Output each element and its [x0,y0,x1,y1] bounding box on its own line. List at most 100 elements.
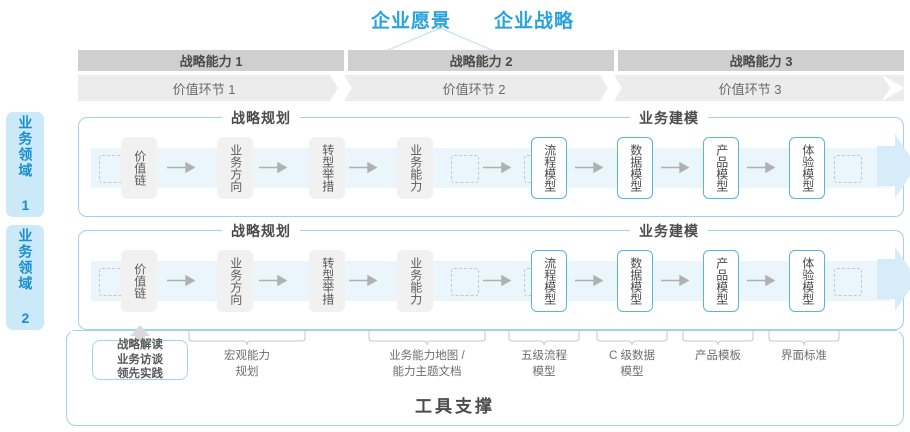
chevron-notch-end [882,75,904,101]
node-label: 流程模型 [542,144,557,192]
sidebar-item-domain-1[interactable]: 业务领域 1 [6,112,44,217]
flow-arrow [747,162,775,173]
node-experience-model[interactable]: 体验模型 [789,250,825,312]
bracket-data-model [596,330,668,346]
domain-1-label: 业务领域 1 [17,114,34,215]
bracket-ui-standard [768,330,840,346]
flow-band-arrowhead-2 [877,247,910,311]
node-data-model[interactable]: 数据模型 [617,250,653,312]
label-line: 宏观能力 [224,350,270,362]
bottom-label-capability-map: 业务能力地图 / 能力主题文档 [368,349,486,380]
node-data-model[interactable]: 数据模型 [617,137,653,199]
node-label: 产品模型 [714,257,729,305]
placeholder-chip [451,268,479,296]
flow-arrow [167,162,195,173]
node-transformation-measures[interactable]: 转型举措 [309,137,345,199]
placeholder-chip [834,268,862,296]
node-label: 产品模型 [714,144,729,192]
label-line: 模型 [620,365,644,378]
flow-arrow [661,275,689,286]
strategy-input-line-3: 领先实践 [117,368,163,381]
node-label: 业务方向 [228,144,243,192]
lane-2-caption-planning: 战略规划 [222,221,300,241]
flow-arrow [575,275,603,286]
node-experience-model[interactable]: 体验模型 [789,137,825,199]
placeholder-chip [451,155,479,183]
node-value-chain[interactable]: 价值链 [121,250,157,312]
label-line: 产品模板 [695,350,741,362]
node-label: 价值链 [132,263,147,299]
capability-cell-3[interactable]: 战略能力 3 [618,50,904,71]
node-process-model[interactable]: 流程模型 [531,250,567,312]
node-label: 流程模型 [542,257,557,305]
value-chain-label-2[interactable]: 价值环节 2 [442,81,506,97]
strategy-input-box[interactable]: 战略解读 业务访谈 领先实践 [92,338,188,383]
value-chain-row: 价值环节 1 价值环节 2 价值环节 3 [78,75,904,101]
domain-lane-1: 价值链 业务方向 转型举措 业务能力 流程模型 数据模型 产品模型 体验模型 [78,117,910,217]
node-business-direction[interactable]: 业务方向 [217,137,253,199]
flow-arrow [259,162,287,173]
node-process-model[interactable]: 流程模型 [531,137,567,199]
label-line: 规划 [235,365,259,378]
bracket-capability-map [368,330,486,346]
value-chain-label-1[interactable]: 价值环节 1 [172,81,236,97]
flow-arrow [575,162,603,173]
node-value-chain[interactable]: 价值链 [121,137,157,199]
strategy-input-line-1: 战略解读 [117,338,163,351]
flow-arrow [349,162,377,173]
flow-arrow [747,275,775,286]
flow-arrow [167,275,195,286]
enterprise-strategy-title: 企业战略 [494,11,575,32]
flow-arrow [349,275,377,286]
footer-title: 工具支撑 [415,397,495,416]
bottom-label-macro-capability: 宏观能力 规划 [188,349,306,380]
sidebar-item-domain-2[interactable]: 业务领域 2 [6,225,44,330]
bottom-label-ui-standard: 界面标准 [768,349,840,365]
label-line: 业务能力地图 / [389,350,465,362]
capability-cell-2[interactable]: 战略能力 2 [348,50,614,71]
node-business-capability[interactable]: 业务能力 [397,137,433,199]
node-label: 业务能力 [408,144,423,192]
label-line: 五级流程 [521,350,567,362]
flow-arrow [259,275,287,286]
label-line: 界面标准 [781,350,827,362]
value-chain-label-3[interactable]: 价值环节 3 [718,81,782,97]
lane-1-caption-planning: 战略规划 [222,108,300,128]
node-label: 数据模型 [628,257,643,305]
value-chain-background [78,75,904,101]
flow-band-arrowhead-1 [877,134,910,198]
bracket-process-model [508,330,580,346]
flow-arrow [483,162,511,173]
node-label: 转型举措 [320,144,335,192]
chevron-notch-1 [330,75,352,101]
node-label: 业务方向 [228,257,243,305]
node-transformation-measures[interactable]: 转型举措 [309,250,345,312]
bottom-label-process-model: 五级流程 模型 [508,349,580,380]
node-product-model[interactable]: 产品模型 [703,137,739,199]
node-label: 价值链 [132,150,147,186]
label-line: 能力主题文档 [392,365,462,378]
bracket-macro-capability [188,330,306,346]
tool-box-up-arrow [130,325,150,343]
domain-2-label: 业务领域 2 [17,227,34,328]
flow-arrow [483,275,511,286]
bracket-product-template [682,330,754,346]
strategy-input-line-2: 业务访谈 [117,353,163,366]
strategy-input-lines: 战略解读 业务访谈 领先实践 [117,338,163,383]
lane-1-caption-modeling: 业务建模 [630,108,708,128]
node-product-model[interactable]: 产品模型 [703,250,739,312]
domain-lane-2: 价值链 业务方向 转型举措 业务能力 流程模型 数据模型 产品模型 体验模型 [78,230,910,330]
lane-2-caption-modeling: 业务建模 [630,221,708,241]
node-label: 体验模型 [800,257,815,305]
capability-cell-1[interactable]: 战略能力 1 [78,50,344,71]
label-line: 模型 [532,365,556,378]
node-business-capability[interactable]: 业务能力 [397,250,433,312]
node-label: 转型举措 [320,257,335,305]
enterprise-vision-title: 企业愿景 [371,11,452,32]
node-business-direction[interactable]: 业务方向 [217,250,253,312]
bottom-label-product-template: 产品模板 [682,349,754,365]
capability-header-row: 战略能力 1 战略能力 2 战略能力 3 [78,50,904,71]
flow-arrow [661,162,689,173]
placeholder-chip [834,155,862,183]
